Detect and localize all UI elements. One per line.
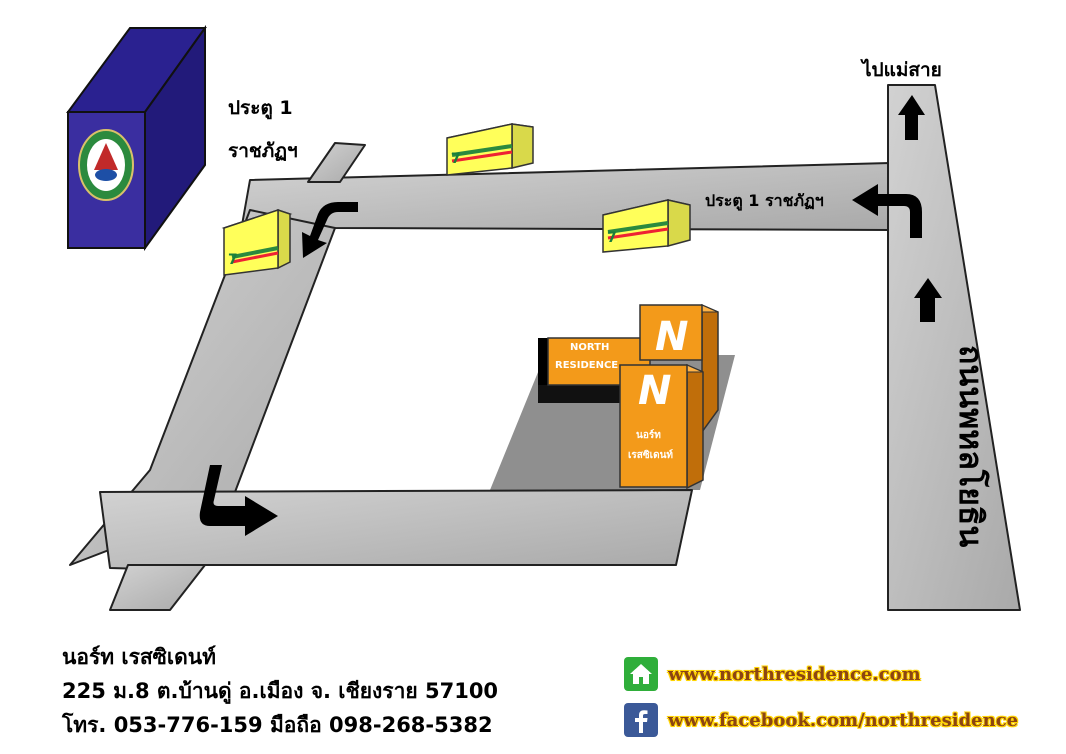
north-residence-building: NORTH RESIDENCE N N นอร์ท เรสซิเดนท์ [538,303,719,490]
road-southwest-stub [109,564,206,611]
highway-label: ถนนพหลโยธิน [952,345,990,547]
residence-sign-th-line1: นอร์ท [636,429,661,441]
business-address: 225 ม.8 ต.บ้านดู่ อ.เมือง จ. เชียงราย 57… [62,679,499,703]
university-seal-icon [78,129,134,201]
arrow-turn-right-icon [199,465,278,536]
residence-sign-th-line2: เรสซิเดนท์ [628,449,673,461]
university-building [66,24,207,252]
residence-sign-en-line1: NORTH [570,342,609,353]
business-phone: โทร. 053-776-159 มือถือ 098-268-5382 [62,713,493,737]
facebook-icon [624,703,658,737]
store-left: 7 [221,208,293,276]
gate-label-line2: ราชภัฏฯ [228,140,298,162]
seven-eleven-logo-icon: 7 [607,230,617,246]
online-links: www.northresidence.com www.facebook.com/… [624,652,1018,744]
direction-arrows [199,95,942,536]
facebook-link[interactable]: www.facebook.com/northresidence [668,709,1019,731]
seven-eleven-logo-icon: 7 [228,252,238,268]
store-top-center: 7 [446,123,534,176]
website-link-row[interactable]: www.northresidence.com [624,652,1018,696]
road-south-street [99,489,693,571]
gate-road-label: ประตู 1 ราชภัฏฯ [705,191,824,212]
residence-logo-icon: N [638,368,671,414]
arrow-turn-left-icon [852,184,922,238]
business-name: นอร์ท เรสซิเดนท์ [62,645,216,669]
gate-label-line1: ประตู 1 [228,97,293,120]
contact-info: นอร์ท เรสซิเดนท์ 225 ม.8 ต.บ้านดู่ อ.เมื… [62,640,498,742]
residence-logo-icon: N [655,314,688,360]
seven-eleven-logo-icon: 7 [451,151,461,167]
arrow-turn-down-icon [302,202,358,258]
store-right: 7 [602,199,691,253]
website-link[interactable]: www.northresidence.com [668,663,921,685]
residence-sign-en-line2: RESIDENCE [555,360,618,371]
north-direction-label: ไปแม่สาย [860,58,942,81]
arrow-north-icon [914,278,942,322]
home-icon [624,657,658,691]
facebook-link-row[interactable]: www.facebook.com/northresidence [624,698,1018,742]
road-gate-entrance [307,142,366,183]
arrow-north-icon [898,95,925,140]
